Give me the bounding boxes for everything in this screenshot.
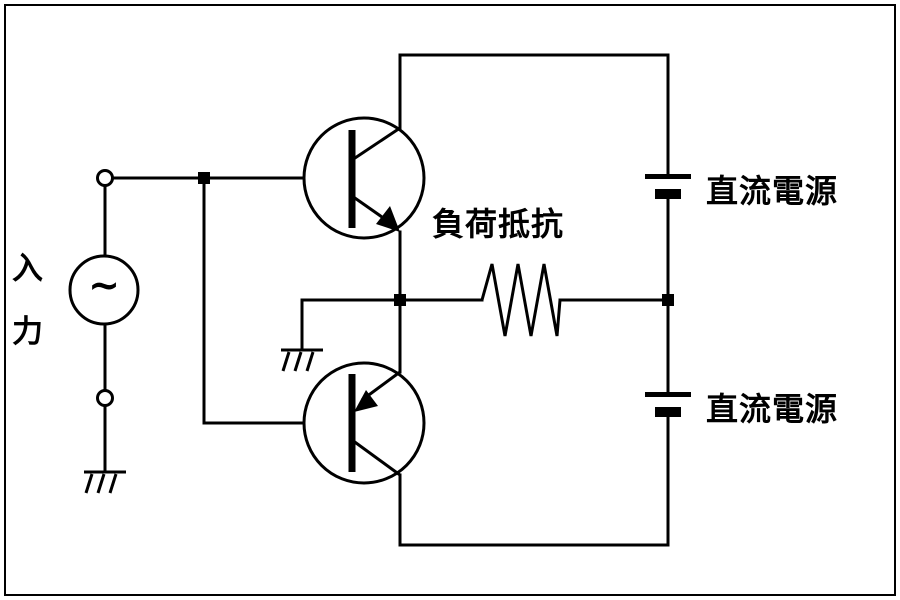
battery-icon-bottom — [645, 392, 691, 417]
top-rail — [398, 53, 670, 178]
figure-border — [4, 4, 896, 596]
dc-source-label-bottom: 直流電源 — [706, 390, 839, 428]
ac-source-icon — [68, 254, 140, 326]
bottom-rail — [398, 411, 670, 547]
dc-source-label-top: 直流電源 — [706, 172, 839, 210]
junction-dot-rail — [662, 294, 674, 306]
load-resistor-label: 負荷抵抗 — [432, 205, 565, 243]
npn-transistor-icon — [302, 116, 426, 240]
input-terminal-bottom — [96, 389, 114, 407]
input-label-char-2: 力 — [12, 314, 43, 350]
battery-icon-top — [645, 174, 691, 199]
junction-dot-input — [198, 172, 210, 184]
input-terminal-top — [96, 169, 114, 187]
resistor-icon — [480, 263, 562, 337]
ground-icon-middle — [281, 348, 323, 372]
input-label-char-1: 入 — [12, 251, 43, 287]
ground-icon — [84, 470, 126, 494]
ac-symbol-label: ~ — [88, 263, 120, 307]
pnp-transistor-icon — [302, 361, 426, 485]
ground-stub-wire — [300, 298, 402, 352]
junction-dot-emitter — [394, 294, 406, 306]
